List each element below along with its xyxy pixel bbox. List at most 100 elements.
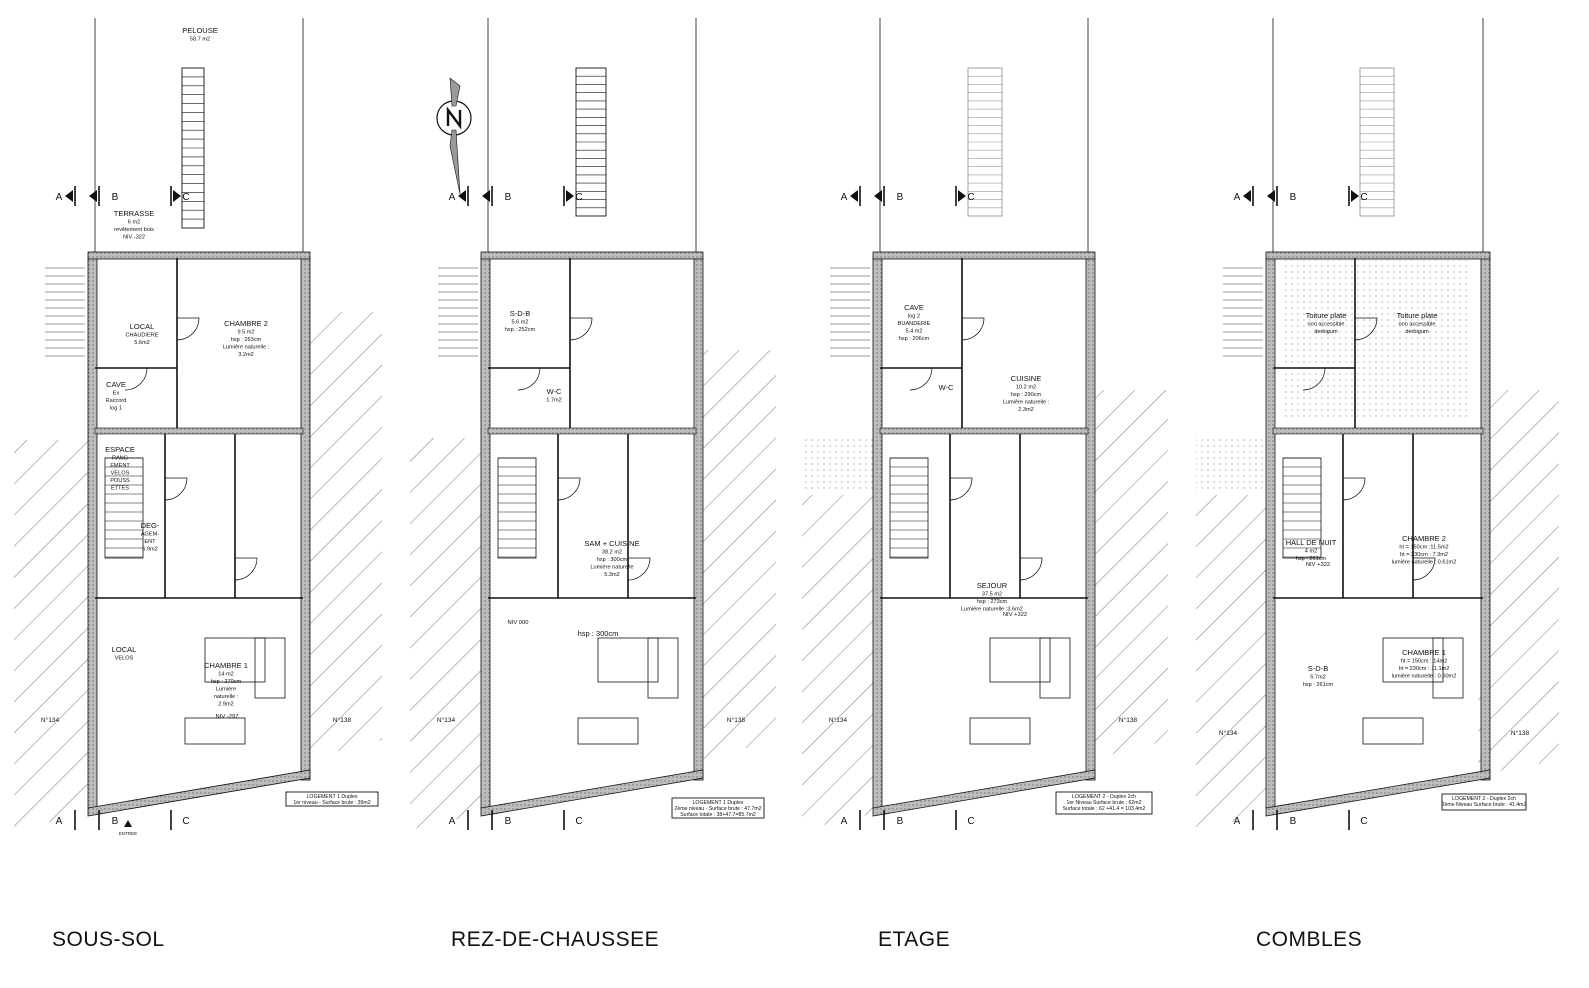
room-label: W-C: [939, 383, 954, 392]
room-name: CUISINE: [1011, 374, 1041, 383]
door-swing-1: [949, 477, 973, 501]
level-label: NIV +322: [1306, 562, 1330, 568]
party-wall-right: [300, 257, 311, 781]
room-name: CAVE: [904, 303, 924, 312]
room-detail: Lumière naturelle :: [223, 345, 270, 351]
section-label-bottom-B: B: [505, 816, 512, 827]
front-facade-wall: [1265, 769, 1491, 817]
room-detail: ht = 150cm :11.5m2: [1399, 545, 1448, 551]
room-detail: 3.2m2: [238, 352, 254, 358]
door-swing-1: [557, 477, 581, 501]
back-facade-wall: [480, 251, 704, 260]
furniture: [1362, 637, 1464, 745]
room-detail: EMENT: [110, 463, 130, 469]
room-detail: 5.6 m2: [511, 320, 528, 326]
room-detail: Lumière naturelle :: [1003, 400, 1050, 406]
back-facade-wall: [1265, 251, 1491, 260]
room-detail: derbigum: [1314, 329, 1338, 335]
section-label-B: B: [897, 192, 904, 203]
neighbor-right-label: N°138: [1119, 716, 1138, 724]
room-detail: ETTES: [111, 486, 129, 492]
room-detail: Lumière naturelle: [590, 565, 633, 571]
room-detail: 38.2 m2: [602, 550, 622, 556]
room-name: CHAMBRE 2: [1402, 534, 1446, 543]
interior-wall: [487, 427, 697, 435]
side-stair: [1223, 267, 1263, 357]
neighbor-right-label: N°138: [727, 716, 746, 724]
room-detail: 5.4 m2: [905, 329, 922, 335]
door-swing-3: [124, 367, 148, 391]
section-label-B: B: [112, 192, 119, 203]
party-wall-left: [1265, 257, 1276, 809]
door-swing-3: [517, 367, 541, 391]
side-stair: [45, 267, 85, 357]
room-label: hsp : 300cm: [578, 629, 619, 638]
room-detail: Raccord: [106, 398, 127, 404]
room-detail: CHAUDIERE: [126, 333, 159, 339]
section-label-bottom-C: C: [182, 816, 189, 827]
neighbor-left-label: N°134: [829, 716, 848, 724]
cartouche-line: LOGEMENT 2 - Duplex 2ch: [1452, 796, 1516, 802]
cartouche-line: 1er niveau - Surface brute : 39m2: [293, 800, 370, 806]
room-detail: ht = 150cm : 14m2: [1401, 659, 1448, 665]
room-detail: 1.7m2: [546, 398, 562, 404]
room-name: W-C: [939, 383, 954, 392]
cartouche-line: 2ème Niveau Surface brute : 41.4m2: [1442, 802, 1527, 808]
floor-title-etage: ETAGE: [878, 928, 951, 951]
entrance-label: ENTREE: [119, 831, 137, 836]
door-swing-2: [1019, 557, 1043, 581]
room-detail: naturelle :: [214, 694, 239, 700]
room-detail: hsp : 206cm: [899, 336, 930, 342]
floor-title-sous-sol: SOUS-SOL: [52, 928, 165, 951]
neighbor-left-label: N°134: [437, 716, 456, 724]
back-facade-wall: [872, 251, 1096, 260]
room-detail: ht = 230cm : 11.1m2: [1399, 666, 1450, 672]
section-label-B: B: [505, 192, 512, 203]
door-swing-0: [1354, 317, 1378, 341]
room-detail: 58.7 m2: [190, 37, 210, 43]
room-detail: VELOS: [115, 656, 134, 662]
room-detail: Ex: [113, 391, 120, 397]
room-name: LOCAL: [112, 645, 137, 654]
room-name: CHAMBRE 2: [224, 319, 268, 328]
room-name: DEG-: [141, 521, 160, 530]
room-detail: BUANDERIE: [898, 321, 931, 327]
room-detail: hsp : 263cm: [231, 337, 262, 343]
section-label-bottom-B: B: [1290, 816, 1297, 827]
front-facade-wall: [480, 769, 704, 817]
room-detail: NIV -322: [123, 235, 145, 241]
room-detail: lumière naturelle : 0.61m2: [1392, 560, 1457, 566]
section-label-bottom-C: C: [967, 816, 974, 827]
room-detail: derbigum: [1405, 329, 1429, 335]
section-label-bottom-A: A: [841, 816, 848, 827]
door-swing-1: [1342, 477, 1366, 501]
room-name: CAVE: [106, 380, 126, 389]
floor-title-combles: COMBLES: [1256, 928, 1363, 951]
room-detail: hsp : 300cm: [597, 557, 628, 563]
internal-stair: [889, 457, 929, 559]
neighbor-left-label: N°134: [41, 716, 60, 724]
garden-stair: [575, 67, 607, 217]
room-name: SEJOUR: [977, 581, 1008, 590]
room-detail: hsp : 290cm: [1011, 392, 1042, 398]
room-detail: 5.7m2: [1310, 675, 1326, 681]
section-label-C: C: [575, 192, 582, 203]
room-detail: 4 m2: [1305, 549, 1317, 555]
back-facade-wall: [87, 251, 311, 260]
interior-wall: [879, 427, 1089, 435]
